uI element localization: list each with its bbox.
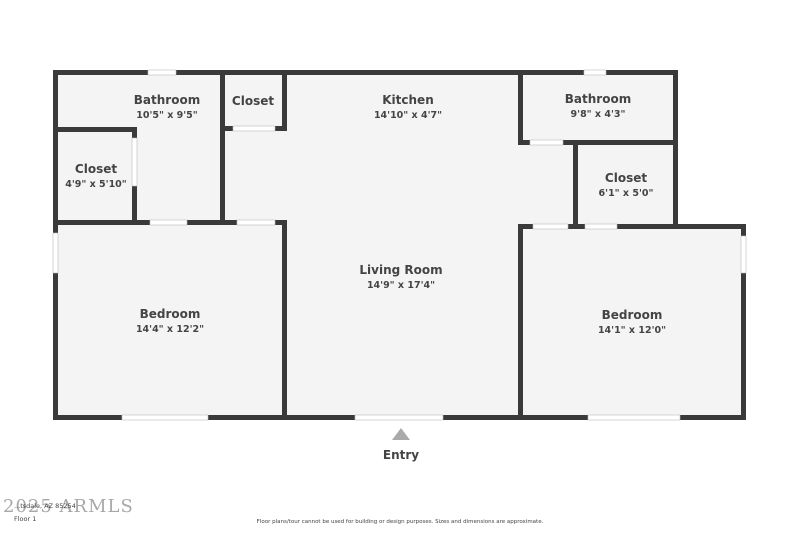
svg-text:Living Room: Living Room — [359, 263, 442, 277]
svg-text:6'1" x 5'0": 6'1" x 5'0" — [599, 188, 654, 199]
door — [532, 223, 569, 230]
window — [740, 235, 747, 274]
svg-text:Bedroom: Bedroom — [140, 307, 201, 321]
doors-windows — [52, 69, 747, 421]
svg-text:Bathroom: Bathroom — [134, 93, 200, 107]
svg-text:9'8" x 4'3": 9'8" x 4'3" — [571, 109, 626, 120]
door — [149, 219, 188, 226]
floor-label: Floor 1 — [14, 515, 37, 523]
window — [587, 414, 681, 421]
svg-text:Kitchen: Kitchen — [382, 93, 434, 107]
window — [121, 414, 209, 421]
entry-arrow-icon — [392, 428, 410, 440]
address: ...tsdale, AZ 85254 — [14, 502, 76, 510]
svg-text:14'10" x 4'7": 14'10" x 4'7" — [374, 110, 442, 121]
svg-text:4'9" x 5'10": 4'9" x 5'10" — [65, 179, 127, 190]
disclaimer: Floor plans/tour cannot be used for buil… — [256, 519, 544, 525]
entry-door — [354, 414, 444, 421]
svg-text:14'4" x 12'2": 14'4" x 12'2" — [136, 324, 204, 335]
svg-text:10'5" x 9'5": 10'5" x 9'5" — [136, 110, 198, 121]
svg-text:Bathroom: Bathroom — [565, 92, 631, 106]
door — [236, 219, 276, 226]
door — [232, 125, 276, 132]
svg-text:Closet: Closet — [75, 162, 117, 176]
floor-fill — [53, 70, 746, 420]
window — [583, 69, 607, 76]
window — [147, 69, 177, 76]
entry-label: Entry — [382, 448, 420, 462]
svg-text:Closet: Closet — [605, 171, 647, 185]
door — [131, 137, 138, 187]
svg-text:Closet: Closet — [232, 94, 274, 108]
svg-text:Bedroom: Bedroom — [602, 308, 663, 322]
watermark: 2025 ARMLS — [3, 496, 134, 517]
door — [584, 223, 618, 230]
window — [52, 232, 59, 274]
svg-text:14'9" x 17'4": 14'9" x 17'4" — [367, 280, 435, 291]
room-labels: Bathroom 10'5" x 9'5" Closet Kitchen 14'… — [65, 92, 666, 336]
door — [529, 139, 564, 146]
svg-text:14'1" x 12'0": 14'1" x 12'0" — [598, 325, 666, 336]
